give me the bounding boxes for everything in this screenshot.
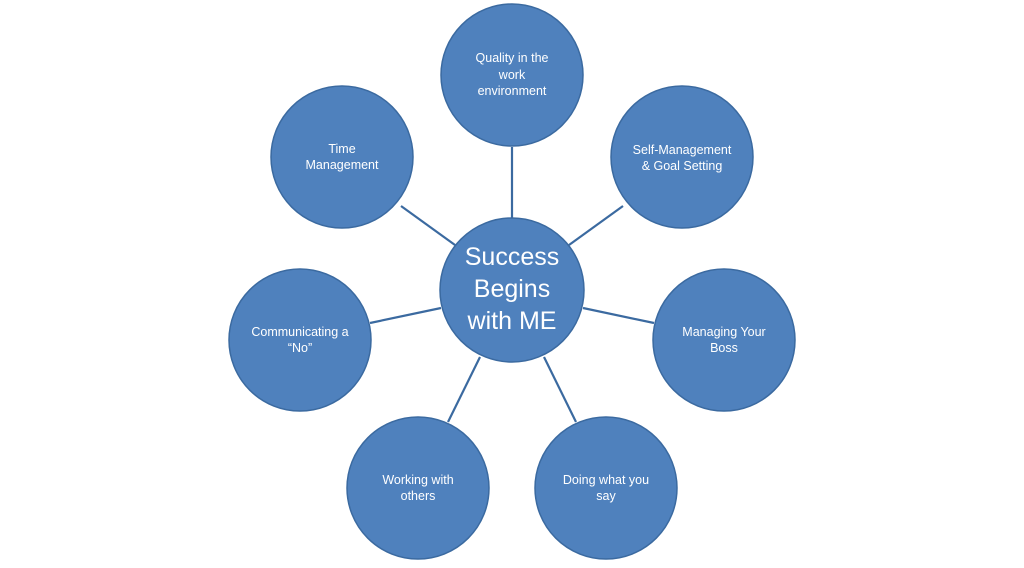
connector-working-with-others <box>447 356 481 423</box>
connector-communicating-no <box>369 306 442 325</box>
connector-time-management <box>400 205 456 246</box>
center-circle <box>439 217 585 363</box>
connector-doing-what-you-say <box>543 356 577 423</box>
node-circle-self-management <box>610 85 754 229</box>
connector-managing-boss <box>582 306 655 325</box>
node-circle-quality <box>440 3 584 147</box>
node-circle-communicating-no <box>228 268 372 412</box>
node-circle-managing-boss <box>652 268 796 412</box>
node-circle-working-with-others <box>346 416 490 560</box>
node-circle-time-management <box>270 85 414 229</box>
connector-self-management <box>568 205 624 246</box>
node-circle-doing-what-you-say <box>534 416 678 560</box>
